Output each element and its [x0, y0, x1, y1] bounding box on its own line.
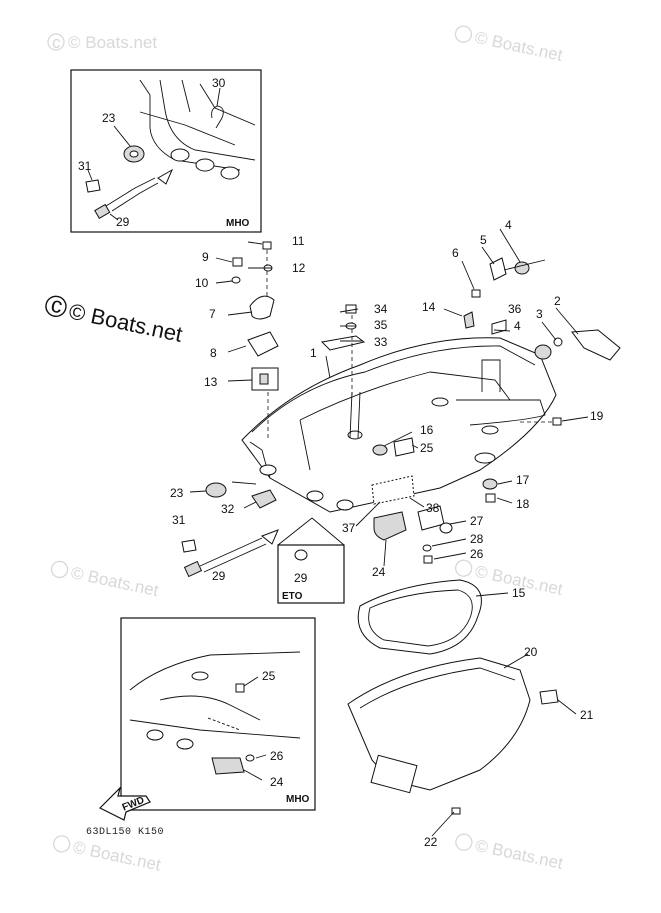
callout-12: 12	[292, 261, 306, 275]
callout-26: 26	[470, 547, 484, 561]
callout-16: 16	[420, 423, 434, 437]
watermark-top-left: c © Boats.net	[47, 33, 157, 52]
callout-35: 35	[374, 318, 388, 332]
watermark-mid-left: © Boats.net	[50, 560, 161, 600]
callout-26b: 26	[270, 749, 284, 763]
overlay-watermark: c © Boats.net	[45, 292, 185, 347]
inset-top-mho	[70, 69, 262, 233]
callout-32: 32	[221, 502, 235, 516]
inset-middle-eto	[277, 517, 345, 604]
overlay-watermark-text: © Boats.net	[67, 298, 185, 346]
callout-9: 9	[202, 250, 209, 264]
parts-center	[371, 437, 498, 564]
callout-30: 30	[212, 76, 226, 90]
watermark-bottom-right: © Boats.net	[455, 833, 565, 873]
inset-label-top: MHO	[226, 218, 250, 229]
parts-left-lower	[181, 481, 279, 578]
callout-10: 10	[195, 276, 209, 290]
callout-8: 8	[210, 346, 217, 360]
callout-29b: 29	[212, 569, 226, 583]
callout-19: 19	[590, 409, 604, 423]
callout-29: 29	[116, 215, 130, 229]
callout-22: 22	[424, 835, 438, 849]
callout-24b: 24	[270, 775, 284, 789]
callout-31b: 31	[172, 513, 186, 527]
callout-25: 25	[420, 441, 434, 455]
watermark-text: © Boats.net	[474, 836, 565, 873]
callout-33: 33	[374, 335, 388, 349]
watermark-text: © Boats.net	[68, 33, 157, 52]
callout-1: 1	[310, 346, 317, 360]
watermark-text: © Boats.net	[69, 563, 160, 600]
watermark-bottom-left: © Boats.net	[53, 835, 163, 875]
watermark-text: © Boats.net	[71, 838, 162, 875]
callout-23b: 23	[170, 486, 184, 500]
callout-31: 31	[78, 159, 92, 173]
callout-4: 4	[505, 218, 512, 232]
callout-36: 36	[508, 302, 522, 316]
callout-15: 15	[512, 586, 526, 600]
part-15-seal	[357, 579, 482, 655]
inset-label-middle: ETO	[282, 591, 303, 602]
bottom-cowling	[241, 337, 557, 513]
callout-4b: 4	[514, 319, 521, 333]
parts-right-upper	[463, 257, 621, 426]
part-33-plate	[320, 335, 366, 351]
callout-5: 5	[480, 233, 487, 247]
callout-34: 34	[374, 302, 388, 316]
brackets-left	[231, 241, 279, 440]
callout-6: 6	[452, 246, 459, 260]
callout-20: 20	[524, 645, 538, 659]
callout-38: 38	[426, 501, 440, 515]
callout-3: 3	[536, 307, 543, 321]
callout-23: 23	[102, 111, 116, 125]
callout-numbers: 30 23 31 29 MHO 4 5 6 9 11 10 12 2 3 4 3…	[78, 76, 604, 849]
callout-24: 24	[372, 565, 386, 579]
leader-lines	[189, 228, 589, 837]
watermark-top-right: © Boats.net	[454, 25, 564, 65]
watermark-text: © Boats.net	[473, 28, 564, 65]
callout-2: 2	[554, 294, 561, 308]
copyright-icon: c	[49, 292, 65, 319]
inset-bottom-mho	[120, 617, 316, 811]
callout-17: 17	[516, 473, 530, 487]
part-20-cover	[347, 657, 559, 815]
callout-27: 27	[470, 514, 484, 528]
callout-37: 37	[342, 521, 356, 535]
callout-21: 21	[580, 708, 594, 722]
callout-28: 28	[470, 532, 484, 546]
svg-text:c: c	[52, 33, 61, 52]
inset-label-bottom: MHO	[286, 794, 310, 805]
callout-18: 18	[516, 497, 530, 511]
callout-14: 14	[422, 300, 436, 314]
callout-29c: 29	[294, 571, 308, 585]
callout-25b: 25	[262, 669, 276, 683]
drawing-code: 63DL150 K150	[86, 827, 164, 838]
callout-13: 13	[204, 375, 218, 389]
fwd-arrow-icon: FWD	[98, 786, 151, 821]
callout-7: 7	[209, 307, 216, 321]
callout-11: 11	[292, 234, 305, 248]
